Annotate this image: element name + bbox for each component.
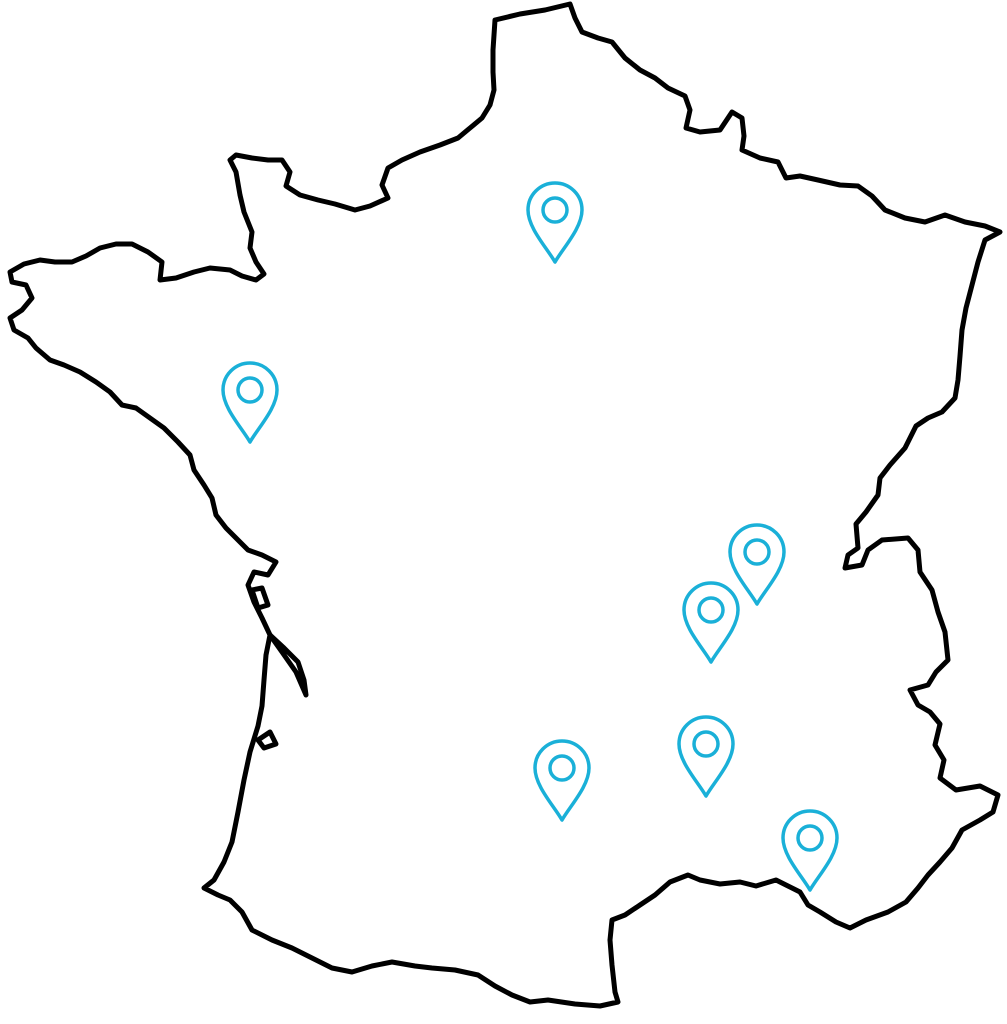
map-pin-icon[interactable]: [677, 715, 735, 798]
map-pin-icon[interactable]: [533, 739, 591, 822]
map-pin-icon[interactable]: [526, 181, 584, 264]
gironde-estuary: [267, 632, 309, 698]
ile-d-oleron: [249, 585, 271, 611]
arcachon-bay: [255, 729, 279, 751]
map-pin-icon[interactable]: [682, 581, 740, 664]
map-pin-icon[interactable]: [221, 361, 279, 444]
france-outline: [7, 1, 1003, 1009]
map-pin-icon[interactable]: [781, 809, 839, 892]
map-pin-icon[interactable]: [728, 523, 786, 606]
